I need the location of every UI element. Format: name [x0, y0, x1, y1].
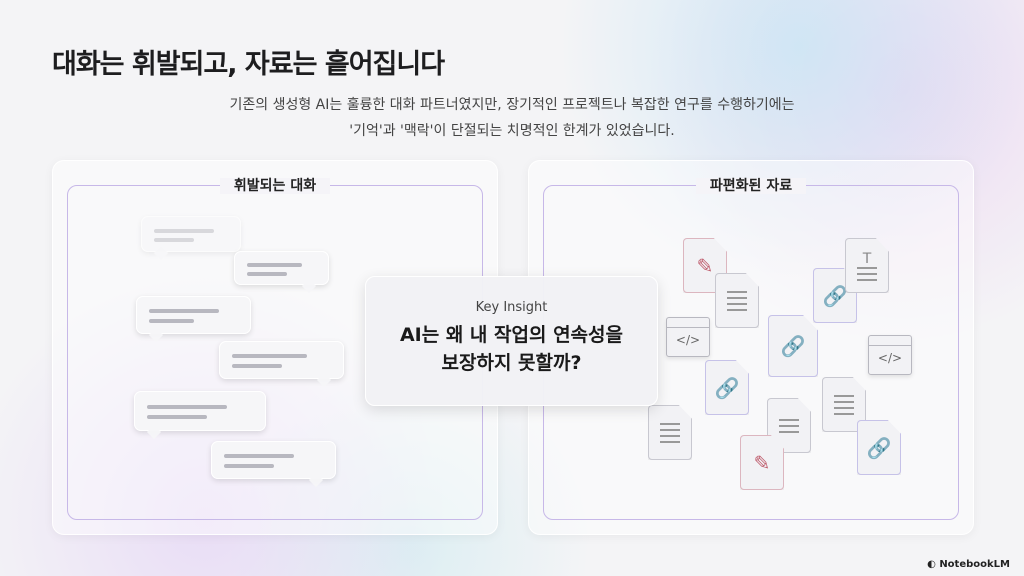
link-file-icon: 🔗 — [705, 360, 749, 415]
link-file-icon: 🔗 — [768, 315, 818, 377]
key-insight-card: Key Insight AI는 왜 내 작업의 연속성을 보장하지 못할까? — [365, 276, 658, 406]
panel-title: 휘발되는 대화 — [219, 178, 331, 194]
question-line: 보장하지 못할까? — [441, 352, 582, 374]
insight-question: AI는 왜 내 작업의 연속성을 보장하지 못할까? — [366, 321, 657, 377]
chat-bubble — [234, 251, 329, 285]
document-file-icon — [648, 405, 692, 460]
chat-bubble — [211, 441, 336, 479]
document-file-icon — [715, 273, 759, 328]
code-window-icon: </> — [666, 317, 710, 357]
subtitle-line: '기억'과 '맥락'이 단절되는 치명적인 한계가 있었습니다. — [349, 123, 675, 139]
chat-bubble — [136, 296, 251, 334]
text-glyph: T — [862, 250, 872, 267]
text-file-icon: T — [845, 238, 889, 293]
question-line: AI는 왜 내 작업의 연속성을 — [399, 324, 624, 346]
link-file-icon: 🔗 — [813, 268, 857, 323]
brand-name: NotebookLM — [939, 559, 1010, 570]
subtitle-line: 기존의 생성형 AI는 훌륭한 대화 파트너였지만, 장기적인 프로젝트나 복잡… — [229, 97, 795, 113]
chat-bubble — [219, 341, 344, 379]
pdf-file-icon: ✎ — [740, 435, 784, 490]
code-window-icon: </> — [868, 335, 912, 375]
link-file-icon: 🔗 — [857, 420, 901, 475]
page-title: 대화는 휘발되고, 자료는 흩어집니다 — [52, 49, 445, 80]
chat-bubble — [134, 391, 266, 431]
notebooklm-logo: ◐ NotebookLM — [927, 559, 1010, 570]
subtitle: 기존의 생성형 AI는 훌륭한 대화 파트너였지만, 장기적인 프로젝트나 복잡… — [0, 92, 1024, 144]
chat-bubble — [141, 216, 241, 252]
insight-label: Key Insight — [475, 300, 548, 315]
panel-title: 파편화된 자료 — [695, 178, 807, 194]
